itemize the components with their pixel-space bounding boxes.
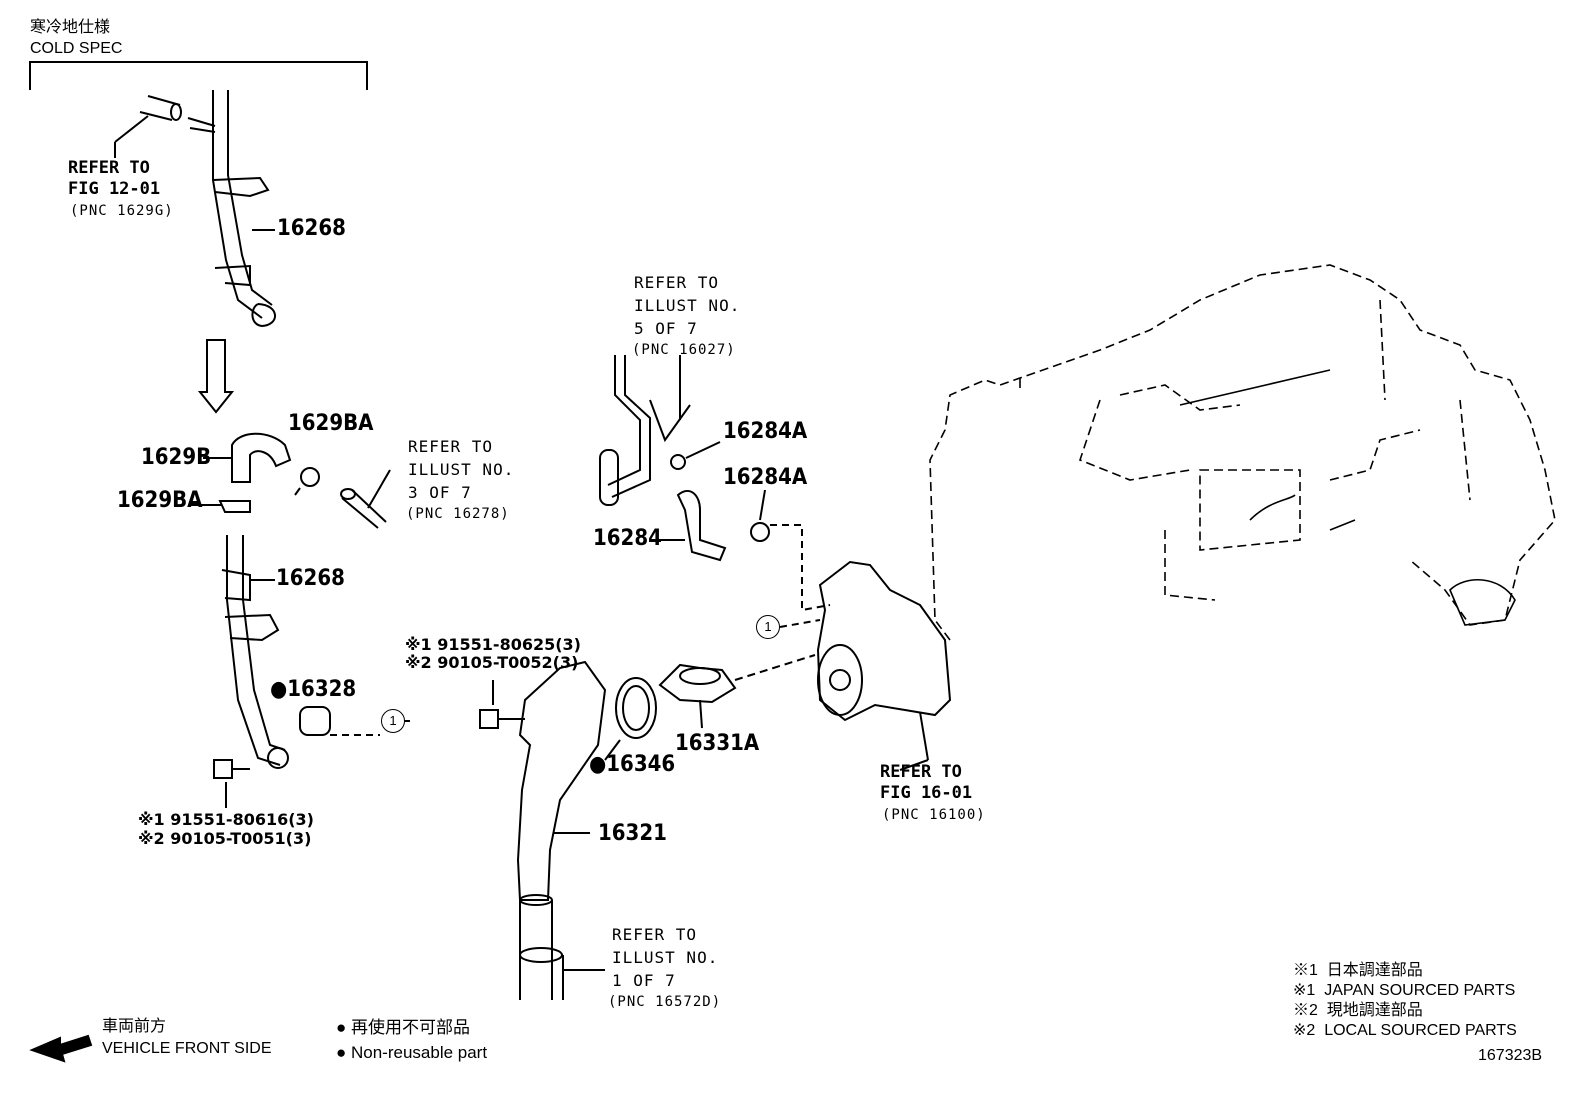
water-pump-16100 [779, 560, 952, 771]
part-16284A-upper: 16284A [723, 419, 808, 444]
gasket-16346 [604, 677, 657, 761]
ref-illust5-line1: REFER TO [634, 273, 720, 292]
part-16331A: 16331A [675, 731, 760, 756]
non-reusable-en: ● Non-reusable part [336, 1043, 488, 1062]
part-1629BA-clamp: 1629BA [288, 411, 374, 436]
vehicle-front-arrow-icon [29, 1034, 93, 1063]
ref-fig1601-line2: FIG 16-01 [880, 783, 973, 803]
water-inlet-16321 [479, 660, 607, 1000]
ref-illust1-line1: REFER TO [612, 925, 698, 944]
part-16346: ●16346 [589, 752, 676, 777]
cold-spec-bracket [29, 61, 368, 90]
engine-outline [929, 264, 1556, 641]
ref-illust5-line3: 5 OF 7 [634, 319, 698, 338]
ref-illust5-line4: (PNC 16027) [632, 342, 736, 358]
part-16328: ●16328 [270, 677, 357, 702]
cold-spec-title-en: COLD SPEC [30, 40, 123, 57]
legend-japan-en: ※1 JAPAN SOURCED PARTS [1293, 982, 1516, 999]
pipe-16284-group [599, 355, 831, 612]
ref-illust3-line1: REFER TO [408, 437, 494, 456]
ref-illust3-line4: (PNC 16278) [406, 506, 510, 522]
non-reusable-jp: ● 再使用不可部品 [336, 1018, 470, 1037]
ref-illust3-line2: ILLUST NO. [408, 460, 515, 479]
hose-1629B [190, 432, 391, 529]
ref-illust1-line4: (PNC 16572D) [608, 994, 722, 1010]
hose-16268 [213, 535, 380, 808]
ref-fig1601-line3: (PNC 16100) [882, 807, 986, 823]
bolt-label-local-b: ※2 90105-T0052(3) [405, 653, 579, 672]
ref-fig1201-line2: FIG 12-01 [68, 179, 161, 199]
vehicle-front-jp: 車両前方 [102, 1018, 167, 1035]
ref-illust1-line3: 1 OF 7 [612, 971, 676, 990]
cold-spec-title-jp: 寒冷地仕様 [30, 19, 111, 36]
part-16284A-lower: 16284A [723, 465, 808, 490]
bolt-label-local-a: ※2 90105-T0051(3) [138, 829, 312, 848]
circle-ref-1-hose: 1 [381, 709, 405, 733]
bolt-label-japan-a: ※1 91551-80616(3) [138, 810, 314, 829]
down-arrow-icon [197, 339, 235, 414]
legend-japan-jp: ※1 日本調達部品 [1293, 962, 1423, 979]
legend-local-jp: ※2 現地調達部品 [1293, 1002, 1423, 1019]
thermostat-16331A [658, 654, 816, 729]
part-1629B: 1629B [141, 445, 212, 470]
ref-fig1201-line1: REFER TO [68, 158, 150, 178]
part-16284: 16284 [593, 526, 662, 551]
illustration-id: 167323B [1478, 1047, 1543, 1064]
part-16268-cold: 16268 [277, 216, 346, 241]
part-16321: 16321 [598, 821, 667, 846]
ref-fig1601-line1: REFER TO [880, 762, 962, 782]
hose-16268-cold-spec [114, 90, 276, 328]
ref-illust3-line3: 3 OF 7 [408, 483, 472, 502]
ref-fig1201-line3: (PNC 1629G) [70, 203, 174, 219]
engine-solid-detail [1019, 369, 1516, 626]
part-1629BA-clip: 1629BA [117, 488, 203, 513]
bolt-label-japan-b: ※1 91551-80625(3) [405, 635, 581, 654]
ref-illust5-line2: ILLUST NO. [634, 296, 741, 315]
circle-ref-1-pump: 1 [756, 615, 780, 639]
vehicle-front-en: VEHICLE FRONT SIDE [102, 1040, 272, 1057]
part-16268: 16268 [276, 566, 345, 591]
legend-local-en: ※2 LOCAL SOURCED PARTS [1293, 1022, 1517, 1039]
ref-illust1-line2: ILLUST NO. [612, 948, 719, 967]
